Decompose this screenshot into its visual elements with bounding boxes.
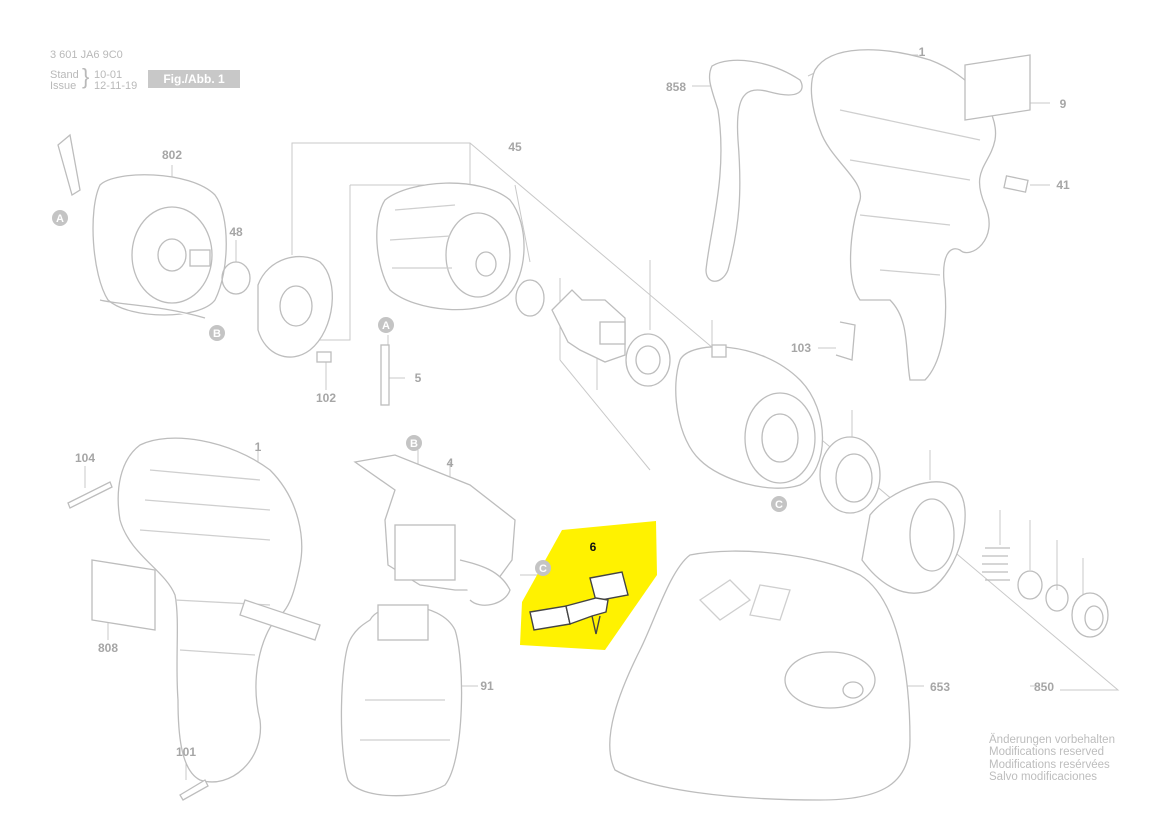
callout-4: 4 [447, 456, 454, 470]
callout-101: 101 [176, 745, 196, 759]
note-german: Änderungen vorbehalten [989, 734, 1115, 746]
brace-icon: } [82, 64, 90, 89]
part-number: 3 601 JA6 9C0 [50, 49, 123, 61]
connector-c-letter: C [539, 563, 547, 575]
note-english: Modifications reserved [989, 746, 1105, 759]
connector-letters: A B A B C C [56, 213, 783, 575]
issue-value: 12-11-19 [94, 80, 138, 92]
callout-104: 104 [75, 451, 95, 465]
callout-102: 102 [316, 391, 336, 405]
part-washer-2 [1045, 584, 1069, 612]
callout-858: 858 [666, 80, 686, 94]
connector-c-letter: C [775, 499, 783, 511]
callout-1-lower: 1 [255, 440, 262, 454]
callout-45: 45 [508, 140, 522, 154]
part-91-battery [340, 605, 463, 797]
note-spanish: Salvo modificaciones [989, 771, 1098, 784]
callout-6-highlighted: 6 [590, 540, 597, 554]
callout-808: 808 [98, 641, 118, 655]
callout-802: 802 [162, 148, 182, 162]
part-858-strap [705, 59, 803, 282]
part-9-label [964, 54, 1031, 121]
callout-numbers: 1 9 858 802 45 41 48 103 5 102 104 1 4 8… [75, 45, 1070, 759]
callout-5: 5 [415, 371, 422, 385]
modification-notes: Änderungen vorbehalten Modifications res… [989, 734, 1115, 784]
connector-a-top [52, 210, 68, 226]
connector-b-middle [406, 435, 422, 451]
callout-48: 48 [229, 225, 243, 239]
figure-label: Fig./Abb. 1 [148, 70, 240, 88]
connector-b-letter: B [410, 438, 418, 450]
connector-c-right [771, 496, 787, 512]
connector-b-letter: B [213, 328, 221, 340]
callout-103: 103 [791, 341, 811, 355]
stand-label: Stand [50, 69, 79, 81]
part-808-label [91, 559, 156, 631]
callout-41: 41 [1056, 178, 1070, 192]
part-5-pin [380, 344, 390, 406]
connector-a-letter: A [56, 213, 64, 225]
callout-850: 850 [1034, 680, 1054, 694]
part-spring [982, 547, 1010, 581]
stand-value: 10-01 [94, 69, 123, 81]
part-48-ring [221, 261, 251, 295]
callout-9: 9 [1060, 97, 1067, 111]
part-washer-1 [1017, 570, 1043, 600]
part-6-contact [529, 571, 629, 635]
callout-1-top: 1 [919, 45, 926, 59]
parts-line-art [57, 49, 1109, 801]
part-101-screw [179, 779, 209, 801]
connector-b-left [209, 325, 225, 341]
connector-markers [52, 210, 787, 576]
issue-label: Issue [50, 80, 77, 92]
part-1-housing-lower [117, 437, 303, 783]
callout-91: 91 [480, 679, 494, 693]
connector-a-letter: A [382, 320, 390, 332]
highlight-part-6 [520, 521, 657, 650]
connector-a-middle [378, 317, 394, 333]
part-oring [515, 279, 545, 317]
part-102-screw [316, 351, 332, 363]
callout-653: 653 [930, 680, 950, 694]
connector-c-middle [535, 560, 551, 576]
part-103-clip [835, 321, 856, 361]
part-104-screw [67, 481, 113, 509]
note-french: Modifications resérvées [989, 758, 1110, 771]
part-653-charger [609, 550, 911, 801]
part-41 [1003, 175, 1029, 193]
